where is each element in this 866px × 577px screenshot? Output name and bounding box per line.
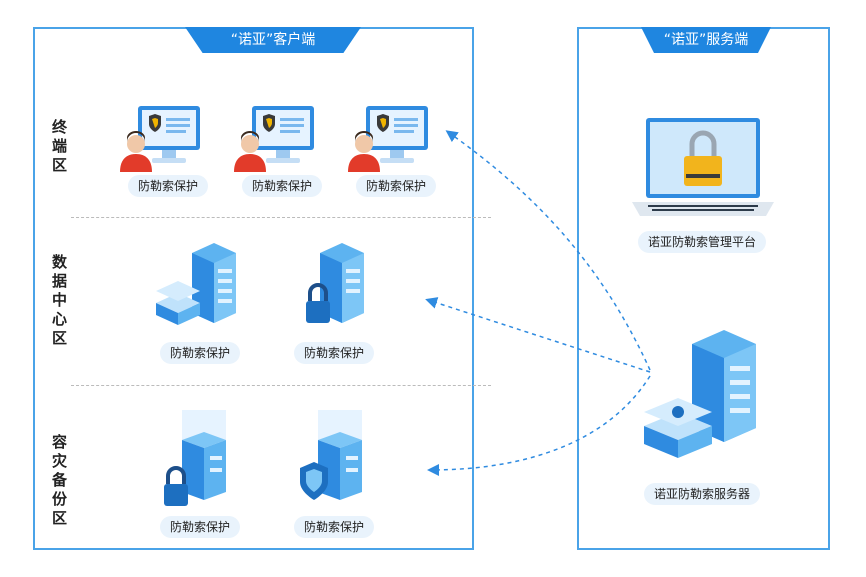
client-panel-title: “诺亚”客户端 bbox=[185, 27, 361, 53]
zone-label-terminal: 终端区 bbox=[50, 119, 68, 176]
protection-label: 防勒索保护 bbox=[159, 516, 241, 538]
arrow-to-terminal bbox=[445, 130, 651, 371]
terminal-pc-icon bbox=[118, 104, 208, 174]
backup-server-lock-icon bbox=[160, 410, 240, 510]
server-panel-title: “诺亚”服务端 bbox=[641, 27, 771, 53]
noah-server-icon bbox=[640, 330, 770, 470]
server-storage-icon bbox=[152, 243, 242, 333]
platform-label: 诺亚防勒索管理平台 bbox=[637, 231, 767, 253]
server-label: 诺亚防勒索服务器 bbox=[643, 483, 761, 505]
server-panel: “诺亚”服务端 bbox=[577, 27, 830, 550]
server-lock-icon bbox=[300, 243, 380, 333]
laptop-lock-icon bbox=[628, 112, 778, 222]
protection-label: 防勒索保护 bbox=[127, 175, 209, 197]
protection-label: 防勒索保护 bbox=[293, 342, 375, 364]
protection-label: 防勒索保护 bbox=[159, 342, 241, 364]
protection-label: 防勒索保护 bbox=[293, 516, 375, 538]
terminal-pc-icon bbox=[232, 104, 322, 174]
arrow-to-datacenter bbox=[425, 297, 651, 373]
zone-divider bbox=[71, 385, 491, 386]
backup-server-shield-icon bbox=[296, 410, 376, 510]
terminal-pc-icon bbox=[346, 104, 436, 174]
protection-label: 防勒索保护 bbox=[241, 175, 323, 197]
zone-label-disaster-recovery: 容灾备份区 bbox=[50, 434, 68, 529]
arrow-to-recovery bbox=[427, 375, 651, 476]
protection-label: 防勒索保护 bbox=[355, 175, 437, 197]
zone-divider bbox=[71, 217, 491, 218]
zone-label-datacenter: 数据中心区 bbox=[50, 254, 68, 349]
